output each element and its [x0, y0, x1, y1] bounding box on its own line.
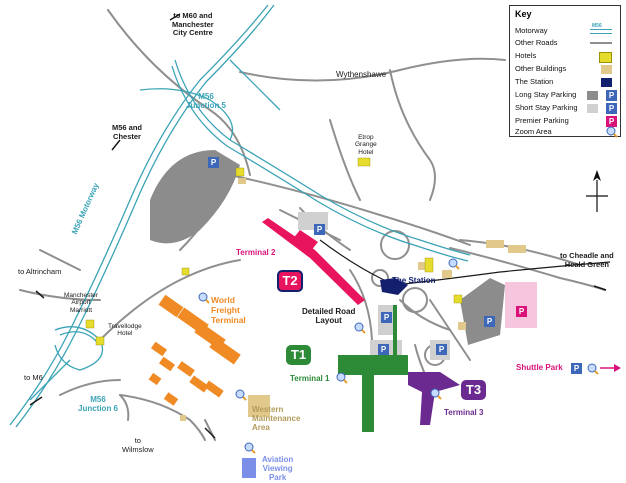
t1-badge: T1	[286, 345, 311, 365]
parking-icon: P	[484, 316, 495, 327]
t2-badge: T2	[277, 270, 303, 292]
key-long-stay-swatch	[587, 91, 598, 100]
parking-icon: P	[606, 90, 617, 101]
terminal-2-label: Terminal 2	[236, 248, 276, 257]
key-hotels-swatch	[599, 52, 612, 63]
aviation-viewing-park-area	[242, 458, 256, 478]
terminal-1-link	[393, 305, 397, 355]
terminal-3-building	[408, 372, 460, 425]
key-hotels: Hotels	[515, 51, 537, 60]
to-m6-label: to M6	[24, 373, 43, 382]
long-stay-parking-west	[150, 150, 240, 244]
key-motorway-badge: M56	[592, 23, 602, 29]
key-other-roads: Other Roads	[515, 38, 558, 47]
zoom-area-icon[interactable]	[336, 371, 348, 389]
parking-icon: P	[208, 157, 219, 168]
key-premier: Premier Parking	[515, 116, 569, 125]
premier-parking-icon: P	[606, 116, 617, 127]
map-key: Key Motorway M56 Other Roads Hotels Othe…	[509, 5, 621, 138]
shuttle-park-label[interactable]: Shuttle Park	[516, 363, 563, 372]
parking-icon: P	[436, 344, 447, 355]
key-other-buildings: Other Buildings	[515, 64, 567, 73]
key-motorway-label: Motorway	[515, 26, 548, 35]
terminal-1-pier	[362, 370, 374, 432]
terminal-1-label: Terminal 1	[290, 374, 330, 383]
zoom-area-icon[interactable]	[244, 441, 256, 459]
railway	[319, 239, 611, 286]
station-building	[380, 278, 408, 295]
parking-icon: P	[571, 363, 582, 374]
long-stay-parking-east	[460, 278, 505, 345]
t3-badge: T3	[461, 380, 486, 400]
zoom-area-icon	[606, 125, 618, 143]
zoom-area-icon[interactable]	[587, 362, 599, 380]
freight-blocks	[148, 294, 241, 406]
hotels	[85, 157, 463, 346]
key-title: Key	[515, 9, 532, 19]
key-station-swatch	[601, 78, 612, 87]
motorway-m56	[9, 4, 471, 428]
premier-parking-area	[505, 282, 537, 328]
zoom-area-icon[interactable]	[235, 388, 247, 406]
terminal-1-building	[338, 355, 408, 375]
key-station: The Station	[515, 77, 554, 86]
key-motorway: Motorway	[515, 26, 548, 35]
to-altrincham-label: to Altrincham	[18, 267, 62, 276]
parking-icon: P	[381, 312, 392, 323]
premier-parking-icon: P	[516, 306, 527, 317]
other-buildings	[180, 178, 526, 421]
wythenshawe-label: Wythenshawe	[336, 70, 387, 79]
key-buildings-swatch	[601, 65, 612, 74]
parking-icon: P	[378, 344, 389, 355]
shuttle-park-arrow	[600, 364, 621, 372]
zoom-area-icon[interactable]	[354, 321, 366, 339]
zoom-area-icon[interactable]	[198, 291, 210, 309]
terminal-3-label: Terminal 3	[444, 408, 484, 417]
key-zoom-area: Zoom Area	[515, 127, 552, 136]
key-short-stay: Short Stay Parking	[515, 103, 578, 112]
the-station-label: The Station	[392, 276, 436, 285]
parking-icon: P	[606, 103, 617, 114]
compass-north-icon	[586, 170, 608, 212]
parking-icon: P	[314, 224, 325, 235]
key-long-stay: Long Stay Parking	[515, 90, 577, 99]
key-roads-swatch	[590, 42, 612, 44]
key-short-stay-swatch	[587, 104, 598, 113]
direction-arrows	[29, 13, 607, 439]
key-motorway-swatch	[590, 29, 612, 34]
zoom-area-icon[interactable]	[448, 257, 460, 275]
terminal-2-building	[262, 218, 365, 305]
terminal-2-pier	[292, 230, 318, 252]
zoom-area-icon[interactable]	[430, 387, 442, 405]
